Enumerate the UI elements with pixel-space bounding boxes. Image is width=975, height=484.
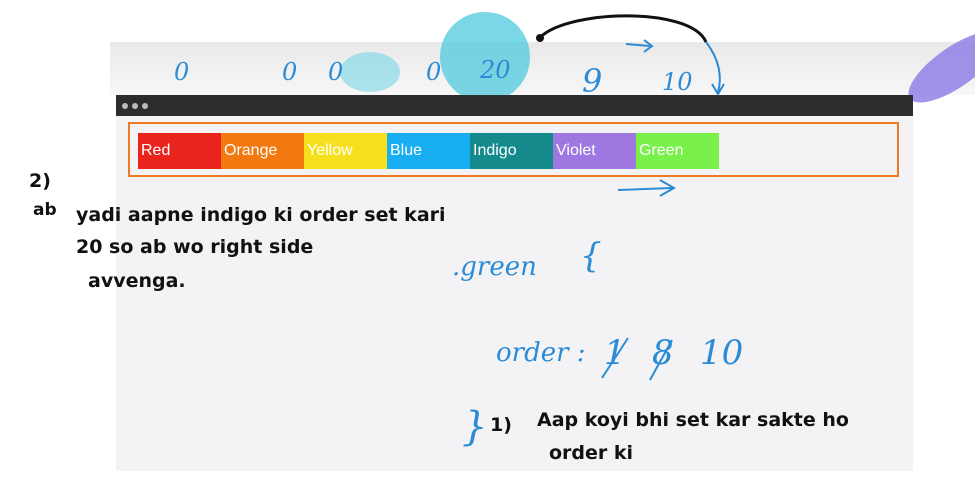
note-point2-line1: yadi aapne indigo ki order set kari <box>76 204 446 226</box>
handwritten-number: 10 <box>662 68 693 96</box>
handwritten-number: 0 <box>328 58 344 86</box>
header-banner <box>110 12 975 115</box>
window-dot-icon[interactable] <box>142 103 148 109</box>
decorative-blob <box>440 12 530 102</box>
flex-item-indigo: Indigo <box>470 133 553 169</box>
note-point2-line2: 20 so ab wo right side <box>76 236 314 258</box>
arrow-head-stroke <box>643 39 654 53</box>
arrow-head-stroke <box>711 83 725 96</box>
handwritten-number: 9 <box>582 62 603 100</box>
handwritten-number: 20 <box>480 56 511 84</box>
curved-arrow-stroke <box>705 41 721 93</box>
note-point1-line1: Aap koyi bhi set kar sakte ho <box>537 409 849 431</box>
note-point2-line3: avvenga. <box>88 270 186 292</box>
window-dot-icon[interactable] <box>122 103 128 109</box>
handwritten-number: 0 <box>426 58 442 86</box>
strike-through-stroke <box>601 337 629 379</box>
note-point1-line2: order ki <box>549 442 634 464</box>
flex-item-blue: Blue <box>387 133 470 169</box>
decorative-blob <box>340 52 400 92</box>
handwritten-brace-open: { <box>580 236 602 276</box>
handwritten-value-struck: 8 <box>652 333 674 373</box>
window-dot-icon[interactable] <box>132 103 138 109</box>
flex-item-yellow: Yellow <box>304 133 387 169</box>
note-point1-number: 1) <box>490 414 512 436</box>
note-point2-number: 2) <box>29 170 51 192</box>
arrow-head-stroke <box>659 179 677 197</box>
flex-item-red: Red <box>138 133 221 169</box>
handwritten-property: order : <box>496 338 586 368</box>
ink-dot <box>536 34 544 42</box>
handwritten-selector: .green <box>452 252 537 282</box>
arrow-stroke <box>625 43 651 47</box>
flex-item-green: Green <box>636 133 719 169</box>
handwritten-number: 0 <box>282 58 298 86</box>
curved-arrow-stroke <box>536 14 708 43</box>
strike-through-stroke <box>649 339 673 381</box>
right-arrow-stroke <box>617 187 673 191</box>
handwritten-value: 10 <box>700 333 744 373</box>
window-titlebar <box>116 95 913 116</box>
handwritten-value-struck: 1 <box>604 333 626 373</box>
note-point2-prefix: ab <box>33 200 57 220</box>
flex-item-violet: Violet <box>553 133 636 169</box>
handwritten-brace-close: } <box>462 404 488 450</box>
flex-item-orange: Orange <box>221 133 304 169</box>
handwritten-number: 0 <box>174 58 190 86</box>
